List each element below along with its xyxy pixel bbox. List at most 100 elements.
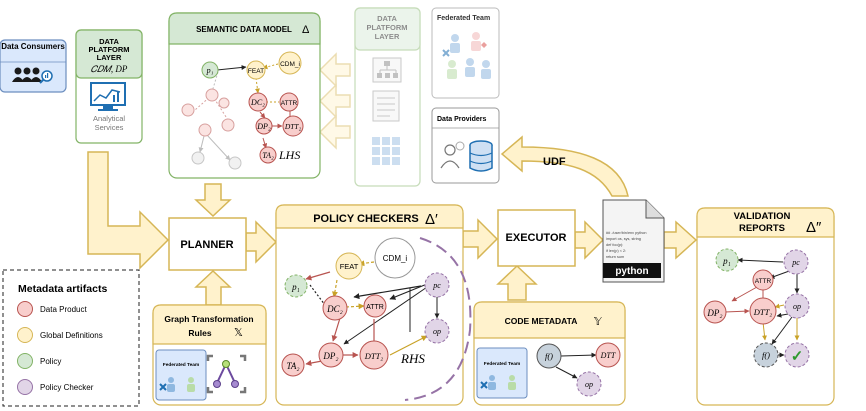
data-providers-box: Data Providers (431, 107, 500, 184)
platform-title-line2: PLATFORM (88, 45, 129, 54)
svg-text:DTT: DTT (600, 351, 616, 360)
svg-text:CDM_i: CDM_i (280, 61, 300, 68)
semantic-model-delta: Δ (302, 24, 310, 36)
rhs-outline (404, 237, 472, 401)
node-dtt2: DTT₂ (282, 115, 304, 137)
arrow-executor-to-python (574, 220, 605, 260)
svg-text:p₁: p₁ (722, 256, 731, 266)
python-document-icon: ## ./user/bin/env python import os, sys,… (602, 199, 665, 283)
flow-arrows (87, 52, 698, 306)
python-badge: python (615, 266, 648, 277)
platform-math: 𝐶𝐷𝑀, DP (91, 64, 128, 74)
arrow-planner-to-checkers (245, 220, 278, 264)
semantic-data-model-panel: SEMANTIC DATA MODEL Δ p₁ (168, 12, 321, 179)
semantic-model-title: SEMANTIC DATA MODEL (196, 25, 292, 34)
team-icon (480, 375, 516, 390)
graph-transformation-panel: Graph Transformation Rules 𝕏 Federated T… (152, 304, 267, 406)
svg-text:DTT₂: DTT₂ (364, 351, 384, 361)
code-metadata-panel: CODE METADATA 𝕐 Federated Team f() DTT o… (473, 301, 626, 406)
rules-team-card: Federated Team (155, 349, 207, 401)
svg-text:f(): f() (545, 351, 553, 361)
database-icon (469, 140, 493, 172)
planner-box: PLANNER (168, 217, 247, 271)
vr-node-f: f() (753, 342, 779, 368)
planner-label: PLANNER (180, 239, 233, 251)
platform-right-title-line2: PLATFORM (366, 23, 407, 32)
svg-text:TA₂: TA₂ (287, 361, 300, 371)
lhs-label: LHS (278, 148, 300, 162)
code-line-2: import os, sys, string (606, 237, 641, 241)
arrow-rules-to-planner (194, 269, 232, 306)
code-line-5: return sum (606, 255, 624, 259)
pc-node-dp2: DP₂ (318, 342, 344, 368)
legend-item-global-definitions: Global Definitions (17, 327, 103, 343)
federated-team-title: Federated Team (437, 15, 490, 22)
pc-node-dc2: DC₂ (322, 295, 348, 321)
platform-title-line1: DATA (99, 37, 119, 46)
svg-text:DTT₂: DTT₂ (753, 307, 773, 317)
udf-label: UDF (543, 156, 566, 168)
svg-text:op: op (433, 327, 441, 336)
legend-title: Metadata artifacts (18, 283, 107, 295)
svg-text:p₁: p₁ (291, 282, 300, 292)
meta-node-f: f() (536, 343, 562, 369)
svg-text:DTT₂: DTT₂ (284, 122, 302, 131)
rules-team-label: Federated Team (163, 362, 199, 368)
data-providers-title: Data Providers (437, 116, 487, 123)
metadata-team-label: Federated Team (484, 361, 520, 367)
pc-node-feat: FEAT (335, 252, 363, 280)
analytics-monitor-icon (90, 82, 126, 111)
providers-people-icon (440, 141, 465, 169)
reports-title-line2: REPORTS (739, 223, 785, 234)
team-icon (159, 377, 195, 392)
meta-node-dtt: DTT (595, 342, 621, 368)
vr-node-p1: p₁ (715, 248, 739, 272)
svg-text:p₁: p₁ (206, 66, 214, 75)
policy-checkers-panel: POLICY CHECKERS Δ′ FEAT CDM_i p₁ (275, 204, 472, 406)
svg-text:ATTR: ATTR (366, 304, 384, 311)
executor-label: EXECUTOR (506, 232, 567, 244)
federated-team-box: Federated Team (431, 7, 500, 99)
hierarchy-icon (372, 57, 402, 83)
legend-item-policy-checker: Policy Checker (17, 379, 94, 395)
svg-text:DP₂: DP₂ (706, 308, 722, 318)
svg-text:ATTR: ATTR (281, 100, 298, 107)
code-metadata-title: CODE METADATA (505, 316, 578, 326)
node-feat: FEAT (246, 60, 266, 80)
reports-title-line1: VALIDATION (734, 211, 791, 222)
vr-node-dp2: DP₂ (703, 300, 727, 324)
arrow-metadata-to-executor (496, 264, 538, 301)
pc-node-op: op (424, 318, 450, 344)
code-line-3: def foo(p): (606, 243, 623, 247)
svg-text:FEAT: FEAT (248, 68, 264, 75)
svg-text:op: op (585, 380, 593, 389)
pc-node-dtt2: DTT₂ (359, 340, 389, 370)
pc-node-ta2: TA₂ (281, 353, 305, 377)
arrow-python-to-reports (663, 220, 698, 260)
svg-text:Policy: Policy (40, 357, 61, 366)
svg-text:ATTR: ATTR (755, 278, 772, 285)
svg-text:TA₂: TA₂ (262, 151, 274, 160)
users-icon (12, 67, 42, 82)
pc-node-pc: pc (424, 272, 450, 298)
platform-title-line3: LAYER (97, 53, 122, 62)
svg-text:FEAT: FEAT (340, 262, 359, 271)
vr-node-pc: pc (783, 249, 809, 275)
graph-transform-icon (206, 354, 247, 394)
arrow-platform-right-3 (318, 114, 351, 150)
svg-text:op: op (793, 302, 801, 311)
legend: Metadata artifacts Data Product Global D… (2, 269, 140, 407)
arrow-udf (500, 135, 629, 197)
svg-text:DP₂: DP₂ (322, 351, 338, 361)
svg-text:DC₂: DC₂ (250, 98, 265, 107)
vr-node-attr: ATTR (752, 269, 774, 291)
arrow-checkers-to-executor (462, 218, 499, 260)
svg-text:CDM_i: CDM_i (383, 254, 408, 263)
node-ta2: TA₂ (259, 146, 277, 164)
search-chart-icon (39, 70, 53, 84)
legend-item-policy: Policy (17, 353, 61, 369)
rules-title-line2: Rules (188, 328, 211, 338)
validation-reports-panel: VALIDATION REPORTS Δ″ p₁ pc ATTR (696, 207, 835, 406)
check-icon: ✓ (791, 348, 804, 365)
